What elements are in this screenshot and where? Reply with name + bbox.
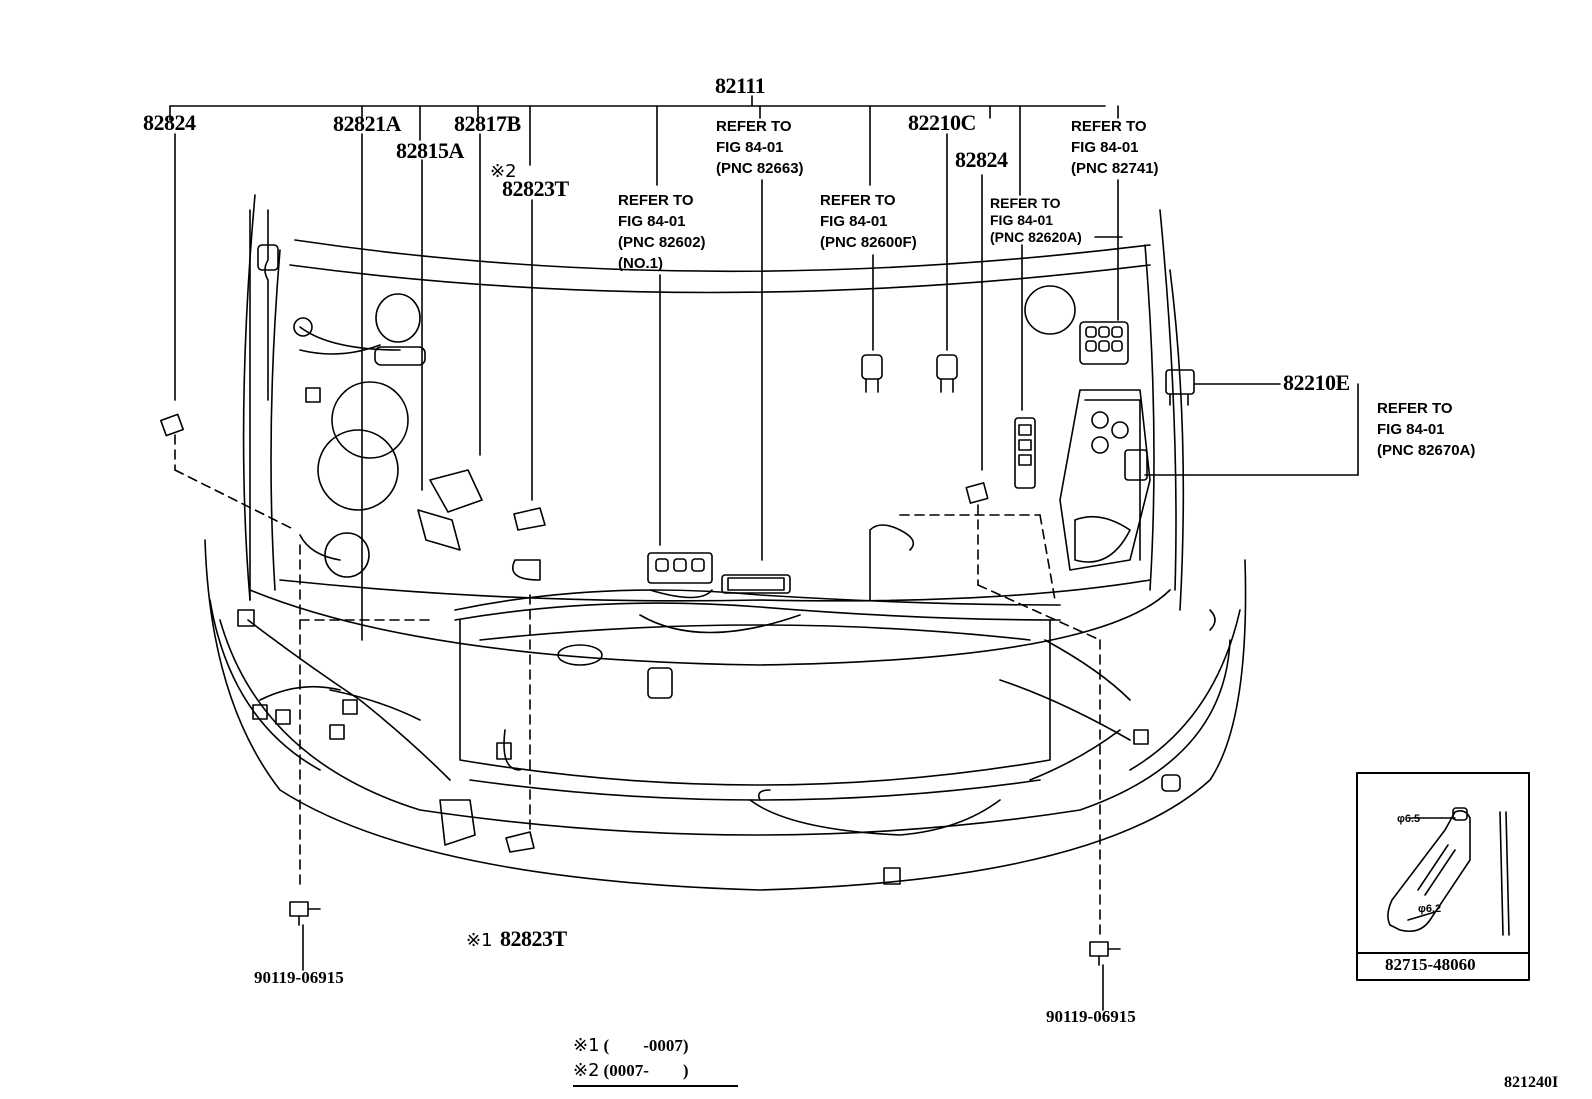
label-82210c: 82210C [908, 110, 976, 135]
label-82210e: 82210E [1283, 370, 1350, 395]
refer-note-82600f: REFER TO FIG 84-01 (PNC 82600F) [820, 192, 917, 251]
center-components [454, 354, 1061, 885]
label-bracket-part: 82715-48060 [1385, 955, 1476, 974]
refer-note-82741: REFER TO FIG 84-01 (PNC 82741) [1071, 118, 1159, 177]
footnote-1-text: ( -0007) [603, 1036, 689, 1055]
label-82824-right: 82824 [955, 147, 1008, 172]
label-82821a: 82821A [333, 111, 401, 136]
footnote-2-mark: ※2 [573, 1060, 600, 1081]
footnote-2-text: (0007- ) [603, 1061, 689, 1080]
refer-note-82663: REFER TO FIG 84-01 (PNC 82663) [716, 118, 804, 177]
footnote-underline [573, 1085, 738, 1087]
label-82823t-top-mark: ※2 [490, 161, 517, 182]
figure-id: 821240I [1504, 1074, 1559, 1091]
right-components [869, 285, 1216, 792]
bolt-left-icon [289, 901, 321, 926]
label-bolt-right: 90119-06915 [1046, 1007, 1136, 1026]
dashed-leaders [174, 434, 1101, 941]
bracket-inset [1356, 772, 1530, 981]
label-82815a: 82815A [396, 138, 464, 163]
label-82823t-top: 82823T [502, 176, 569, 201]
hole-bottom-label: φ6.2 [1418, 903, 1441, 915]
vehicle-body-outline [204, 194, 1247, 891]
footnote-1: ※1 ( -0007) [573, 1037, 689, 1055]
left-components [160, 209, 546, 853]
refer-note-82620a: REFER TO FIG 84-01 (PNC 82620A) [990, 195, 1082, 245]
component-leaders [174, 133, 1359, 641]
label-82111: 82111 [715, 73, 766, 98]
bolt-right-icon [1089, 941, 1121, 966]
main-harness-leader [169, 95, 1119, 196]
refer-note-82670a: REFER TO FIG 84-01 (PNC 82670A) [1377, 400, 1476, 459]
label-82823t-bottom: 82823T [500, 926, 567, 951]
hole-top-label: φ6.5 [1397, 813, 1420, 825]
footnote-1-mark: ※1 [573, 1035, 600, 1056]
label-82823t-bottom-mark: ※1 [466, 930, 493, 951]
label-82817b: 82817B [454, 111, 521, 136]
label-bolt-left: 90119-06915 [254, 968, 344, 987]
refer-note-82602: REFER TO FIG 84-01 (PNC 82602) (NO.1) [618, 192, 706, 272]
footnote-2: ※2 (0007- ) [573, 1062, 689, 1080]
label-82824-left: 82824 [143, 110, 196, 135]
